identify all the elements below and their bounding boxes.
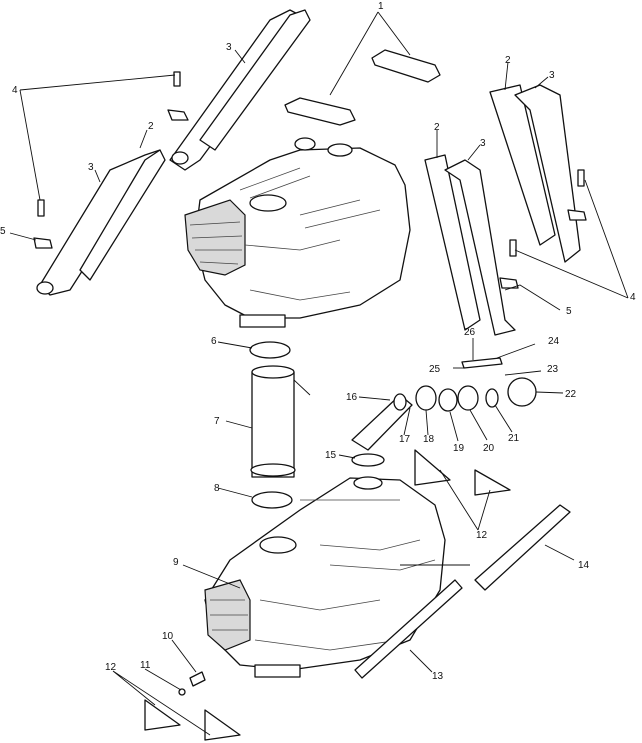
callout-8: 8 (214, 483, 220, 494)
callout-2: 2 (148, 121, 154, 132)
callout-11: 11 (140, 660, 151, 671)
upper-fuel-tank (184, 137, 411, 328)
filler-neck-assembly (351, 357, 537, 467)
left-brackets (33, 9, 311, 296)
callout-3: 3 (88, 162, 94, 173)
callout-12: 12 (476, 530, 488, 541)
callout-15: 15 (325, 450, 337, 461)
callout-numbers: 1 2 2 2 3 3 3 3 4 4 5 5 6 7 8 9 10 11 12… (0, 1, 636, 682)
callout-5: 5 (0, 226, 6, 237)
callout-5: 5 (566, 306, 572, 317)
callout-26: 26 (464, 327, 476, 338)
callout-4: 4 (630, 292, 636, 303)
callout-12: 12 (105, 662, 117, 673)
callout-23: 23 (547, 364, 559, 375)
fuel-pump-assembly (249, 341, 311, 509)
right-brackets (424, 84, 587, 336)
callout-24: 24 (548, 336, 560, 347)
callout-7: 7 (214, 416, 220, 427)
pads-and-strips (144, 449, 571, 741)
lower-fuel-tank (204, 476, 470, 678)
callout-22: 22 (565, 389, 577, 400)
callout-1: 1 (378, 1, 384, 12)
callout-2: 2 (505, 55, 511, 66)
callout-16: 16 (346, 392, 358, 403)
callout-2: 2 (434, 122, 440, 133)
callout-4: 4 (12, 85, 18, 96)
callout-17: 17 (399, 434, 411, 445)
callout-14: 14 (578, 560, 590, 571)
callout-20: 20 (483, 443, 495, 454)
callout-3: 3 (549, 70, 555, 81)
callout-19: 19 (453, 443, 465, 454)
callout-21: 21 (508, 433, 520, 444)
leader-lines (9, 11, 629, 736)
callout-18: 18 (423, 434, 435, 445)
callout-25: 25 (429, 364, 441, 375)
callout-3: 3 (480, 138, 486, 149)
callout-10: 10 (162, 631, 174, 642)
strap-pieces (284, 49, 441, 126)
callout-9: 9 (173, 557, 179, 568)
callout-13: 13 (432, 671, 444, 682)
callout-3: 3 (226, 42, 232, 53)
callout-6: 6 (211, 336, 217, 347)
